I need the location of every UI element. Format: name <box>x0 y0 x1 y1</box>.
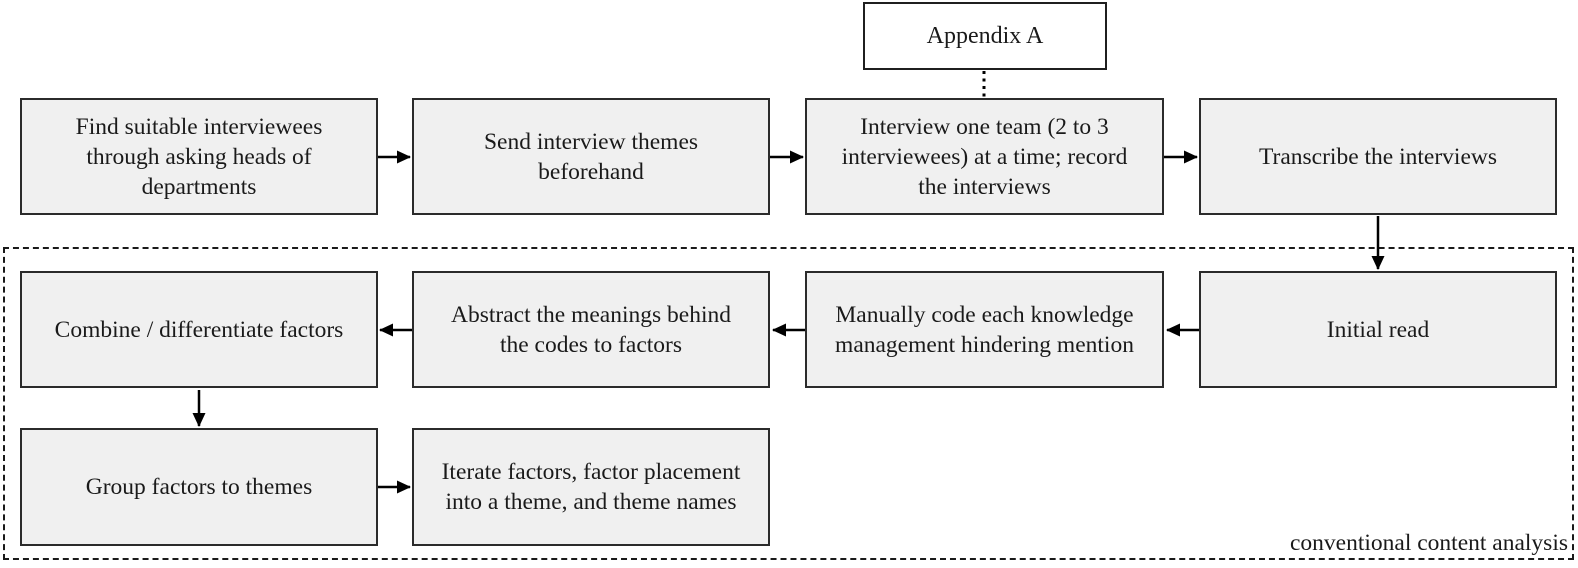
step-label: Group factors to themes <box>85 474 313 500</box>
step-interview-team: Interview one team (2 to 3 interviewees)… <box>805 98 1164 215</box>
step-abstract-meanings: Abstract the meanings behind the codes t… <box>412 271 770 388</box>
step-label: Transcribe the interviews <box>1259 143 1497 170</box>
step-label: Find suitable interviewees through askin… <box>75 113 323 200</box>
step-label: Send interview themes beforehand <box>483 128 699 185</box>
step-label: Interview one team (2 to 3 interviewees)… <box>841 113 1128 200</box>
region-label: conventional content analysis <box>1289 530 1568 556</box>
step-label: Combine / differentiate factors <box>54 316 344 343</box>
step-find-interviewees: Find suitable interviewees through askin… <box>20 98 378 215</box>
step-label: Manually code each knowledge management … <box>835 301 1134 358</box>
step-manually-code: Manually code each knowledge management … <box>805 271 1164 388</box>
step-combine-differentiate: Combine / differentiate factors <box>20 271 378 388</box>
step-group-factors: Group factors to themes <box>20 428 378 546</box>
step-send-themes: Send interview themes beforehand <box>412 98 770 215</box>
step-label: Iterate factors, factor placement into a… <box>441 459 741 515</box>
step-label: Abstract the meanings behind the codes t… <box>451 301 731 358</box>
conventional-content-analysis-region <box>3 247 1574 560</box>
appendix-a-box: Appendix A <box>863 2 1107 70</box>
step-initial-read: Initial read <box>1199 271 1557 388</box>
appendix-a-label: Appendix A <box>926 23 1044 49</box>
step-iterate-factors: Iterate factors, factor placement into a… <box>412 428 770 546</box>
step-label: Initial read <box>1326 316 1430 343</box>
step-transcribe: Transcribe the interviews <box>1199 98 1557 215</box>
